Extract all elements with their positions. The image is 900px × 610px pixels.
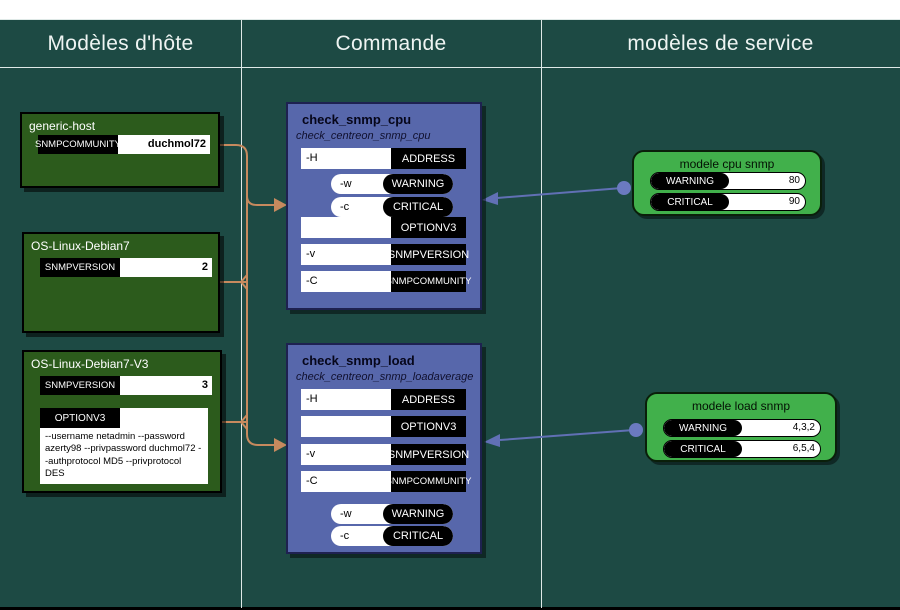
threshold-value-field: 80 bbox=[788, 175, 800, 186]
command-arg-row: OPTIONV3 bbox=[301, 217, 466, 238]
host-template-os-linux-debian7: OS-Linux-Debian7 SNMPVERSION 2 bbox=[22, 232, 220, 333]
arrowhead-load-command bbox=[274, 438, 287, 452]
command-arg-row: -w WARNING bbox=[331, 504, 453, 524]
command-line-name: check_centreon_snmp_cpu bbox=[296, 130, 431, 142]
command-title: check_snmp_load bbox=[302, 353, 415, 368]
host-template-os-linux-debian7-v3: OS-Linux-Debian7-V3 SNMPVERSION 3 OPTION… bbox=[22, 350, 222, 493]
arg-flag-field bbox=[301, 217, 391, 238]
column-divider-2 bbox=[541, 19, 542, 608]
threshold-row: CRITICAL 90 bbox=[650, 193, 806, 211]
arg-macro-chip: ADDRESS bbox=[391, 148, 466, 169]
service-cpu-connector bbox=[496, 187, 623, 199]
optionv3-value-text: --username netadmin --password azerty98 … bbox=[45, 431, 202, 480]
command-arg-row: -w WARNING bbox=[331, 174, 453, 194]
arg-flag-field bbox=[301, 416, 391, 437]
arg-macro-chip: SNMPVERSION bbox=[388, 244, 469, 265]
threshold-name-chip: WARNING bbox=[664, 420, 742, 436]
threshold-value-field: 4,3,2 bbox=[792, 422, 815, 433]
command-arg-row: -c CRITICAL bbox=[331, 526, 453, 546]
threshold-row: CRITICAL 6,5,4 bbox=[663, 440, 821, 458]
arg-flag-field: -H bbox=[301, 389, 391, 410]
header-bottom-border bbox=[0, 67, 900, 68]
command-check-snmp-load: check_snmp_load check_centreon_snmp_load… bbox=[286, 343, 482, 554]
arg-flag-field: -H bbox=[301, 148, 391, 169]
arrowhead-cpu-command bbox=[274, 198, 287, 212]
command-arg-row: -c CRITICAL bbox=[331, 197, 453, 217]
arg-macro-chip: SNMPVERSION bbox=[388, 444, 469, 465]
arrowhead-service-load bbox=[484, 434, 500, 447]
arg-flag-field: -v bbox=[301, 244, 391, 265]
column-header-commands: Commande bbox=[335, 31, 447, 55]
arg-flag-field: -C bbox=[301, 471, 391, 492]
service-load-connector bbox=[499, 429, 635, 441]
bottom-edge-bar bbox=[0, 607, 900, 610]
column-divider-1 bbox=[241, 19, 242, 608]
macro-name-chip: SNMPCOMMUNITY bbox=[35, 135, 121, 154]
host-template-title: generic-host bbox=[29, 119, 96, 133]
service-template-modele-cpu-snmp: modele cpu snmp WARNING 80 CRITICAL 90 bbox=[632, 150, 822, 216]
arg-flag-field: -C bbox=[301, 271, 391, 292]
host-template-generic-host: generic-host SNMPCOMMUNITY duchmol72 bbox=[20, 112, 220, 188]
host-branch-cpu-connector bbox=[246, 195, 274, 206]
arg-flag-field: -w bbox=[340, 508, 352, 520]
command-arg-row: OPTIONV3 bbox=[301, 416, 466, 437]
command-arg-row: -C SNMPCOMMUNITY bbox=[301, 471, 472, 492]
arg-flag-field: -v bbox=[301, 444, 391, 465]
service-load-anchor-dot bbox=[629, 423, 643, 437]
arg-macro-chip: CRITICAL bbox=[383, 197, 453, 217]
arg-flag-field: -c bbox=[340, 201, 350, 213]
command-arg-row: -H ADDRESS bbox=[301, 389, 466, 410]
threshold-name-chip: CRITICAL bbox=[664, 441, 742, 457]
macro-name-chip: SNMPVERSION bbox=[40, 258, 120, 277]
column-header-services: modèles de service bbox=[627, 31, 814, 55]
macro-row: SNMPVERSION 3 bbox=[40, 376, 212, 395]
command-arg-row: -C SNMPCOMMUNITY bbox=[301, 271, 472, 292]
arg-macro-chip: OPTIONV3 bbox=[391, 416, 466, 437]
macro-value-field: 3 bbox=[120, 376, 212, 395]
arg-macro-chip: SNMPCOMMUNITY bbox=[385, 471, 472, 492]
arrowhead-service-cpu bbox=[482, 192, 498, 205]
optionv3-block: OPTIONV3 --username netadmin --password … bbox=[40, 408, 208, 484]
threshold-row: WARNING 4,3,2 bbox=[663, 419, 821, 437]
command-arg-row: -v SNMPVERSION bbox=[301, 444, 469, 465]
command-title: check_snmp_cpu bbox=[302, 112, 412, 127]
service-template-title: modele cpu snmp bbox=[679, 157, 775, 171]
arg-macro-chip: SNMPCOMMUNITY bbox=[385, 271, 472, 292]
arg-flag-field: -w bbox=[340, 178, 352, 190]
arg-macro-chip: ADDRESS bbox=[391, 389, 466, 410]
arg-macro-chip: CRITICAL bbox=[383, 526, 453, 546]
threshold-value-field: 90 bbox=[788, 196, 800, 207]
host-template-title: OS-Linux-Debian7 bbox=[31, 239, 130, 253]
threshold-value-field: 6,5,4 bbox=[792, 443, 815, 454]
command-line-name: check_centreon_snmp_loadaverage bbox=[296, 371, 474, 383]
threshold-name-chip: CRITICAL bbox=[651, 194, 729, 210]
command-arg-row: -v SNMPVERSION bbox=[301, 244, 469, 265]
command-check-snmp-cpu: check_snmp_cpu check_centreon_snmp_cpu -… bbox=[286, 102, 482, 310]
top-margin bbox=[0, 0, 900, 19]
macro-value-field: 2 bbox=[120, 258, 212, 277]
arg-macro-chip: WARNING bbox=[383, 504, 453, 524]
arg-macro-chip: WARNING bbox=[383, 174, 453, 194]
host-debian7v3-connector bbox=[218, 414, 248, 430]
macro-name-chip: SNMPVERSION bbox=[40, 376, 120, 395]
host-trunk-connector bbox=[216, 144, 274, 446]
header-top-border bbox=[0, 19, 900, 20]
column-header-hosts: Modèles d'hôte bbox=[47, 31, 194, 55]
host-template-title: OS-Linux-Debian7-V3 bbox=[31, 357, 149, 371]
arg-macro-chip: OPTIONV3 bbox=[391, 217, 466, 238]
service-template-title: modele load snmp bbox=[691, 399, 791, 413]
macro-row: SNMPCOMMUNITY duchmol72 bbox=[35, 135, 210, 154]
arg-flag-field: -c bbox=[340, 530, 350, 542]
host-debian7-connector bbox=[216, 274, 248, 290]
threshold-row: WARNING 80 bbox=[650, 172, 806, 190]
service-template-modele-load-snmp: modele load snmp WARNING 4,3,2 CRITICAL … bbox=[645, 392, 837, 462]
threshold-name-chip: WARNING bbox=[651, 173, 729, 189]
service-cpu-anchor-dot bbox=[617, 181, 631, 195]
optionv3-chip: OPTIONV3 bbox=[40, 408, 120, 428]
macro-row: SNMPVERSION 2 bbox=[40, 258, 212, 277]
command-arg-row: -H ADDRESS bbox=[301, 148, 466, 169]
macro-value-field: duchmol72 bbox=[118, 135, 210, 154]
